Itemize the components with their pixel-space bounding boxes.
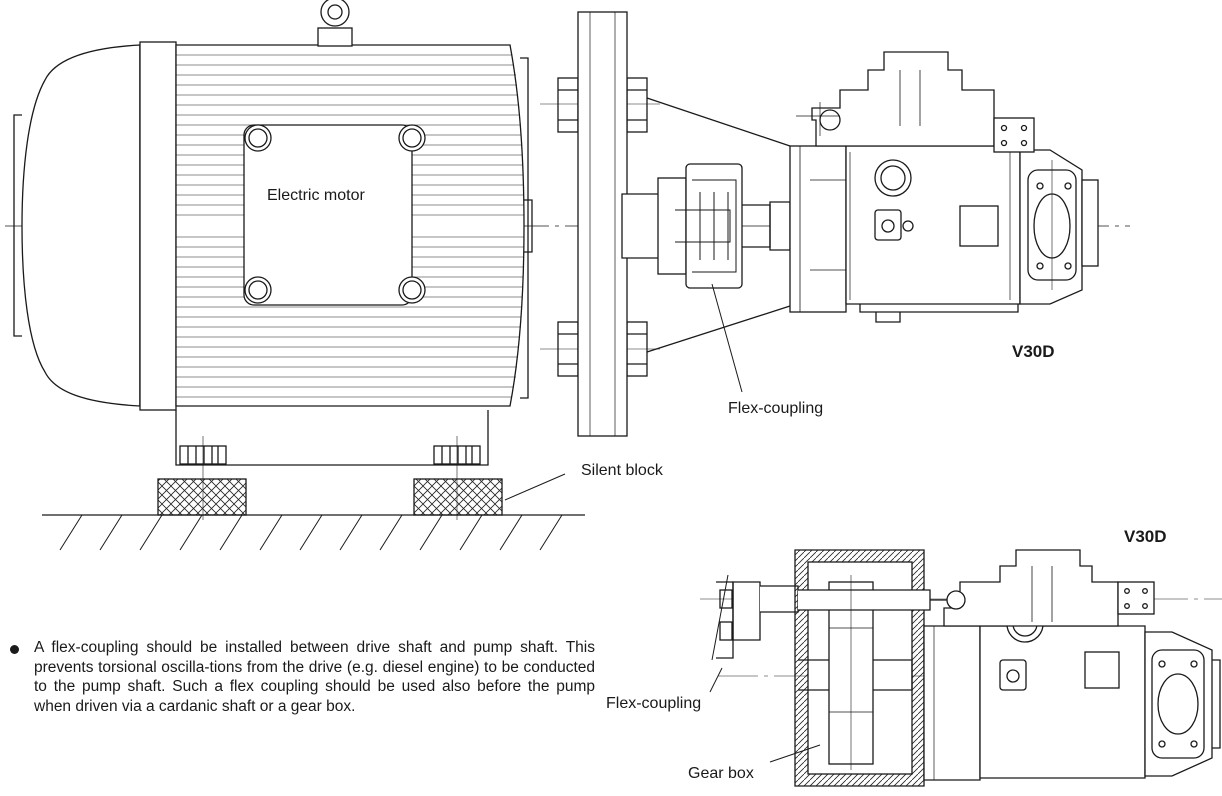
silent-block-label: Silent block <box>581 462 663 479</box>
motor-end-cap <box>13 44 141 407</box>
shaft <box>621 193 791 259</box>
installation-note: A flex-coupling should be installed betw… <box>10 638 595 716</box>
terminal-box <box>243 124 426 306</box>
pump-end-cover <box>1019 149 1099 305</box>
model-label-bottom: V30D <box>1124 527 1167 546</box>
pump-compensator <box>796 51 1035 153</box>
silent-block-left <box>157 478 247 516</box>
ground <box>42 514 585 551</box>
installation-note-text: A flex-coupling should be installed betw… <box>34 639 595 715</box>
silent-block-right <box>413 478 503 516</box>
electric-motor-label: Electric motor <box>267 187 365 204</box>
mounting-flange <box>577 11 628 437</box>
motor-foot <box>175 410 489 520</box>
gear-box <box>769 549 931 787</box>
model-label-top: V30D <box>1012 342 1055 361</box>
bullet-icon <box>10 645 19 654</box>
flex-coupling-label-bottom: Flex-coupling <box>606 695 702 712</box>
pump-body <box>789 145 1021 323</box>
lifting-eye <box>317 0 353 47</box>
flex-coupling <box>657 163 743 289</box>
flex-coupling-label-top: Flex-coupling <box>728 400 824 417</box>
gear-box-label: Gear box <box>688 765 754 782</box>
motor-ring <box>139 41 177 411</box>
bell-housing <box>646 97 791 353</box>
bottom-flex-coupling <box>709 574 761 693</box>
bottom-pump <box>923 549 1221 781</box>
